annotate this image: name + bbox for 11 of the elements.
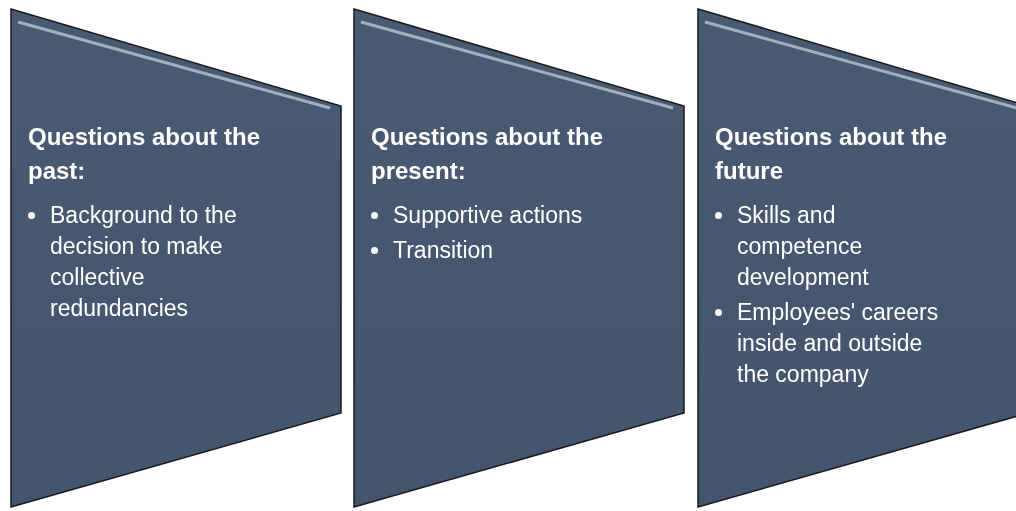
- bullet-item: Background to the decision to make collective redundancies: [50, 201, 238, 323]
- panel-heading: Questions about the future: [715, 122, 948, 186]
- bullet-item: Employees' careers inside and outside the company: [737, 298, 940, 389]
- chevron-panel: [697, 8, 1016, 508]
- panel-heading: Questions about the past:: [28, 122, 261, 186]
- chevron-panel: [10, 8, 342, 508]
- chevron-panel: [353, 8, 685, 508]
- panel-heading: Questions about the present:: [371, 122, 604, 186]
- bullet-item: Skills and competence development: [737, 201, 870, 292]
- bullet-item: Transition: [393, 236, 495, 265]
- bullet-item: Supportive actions: [393, 201, 584, 230]
